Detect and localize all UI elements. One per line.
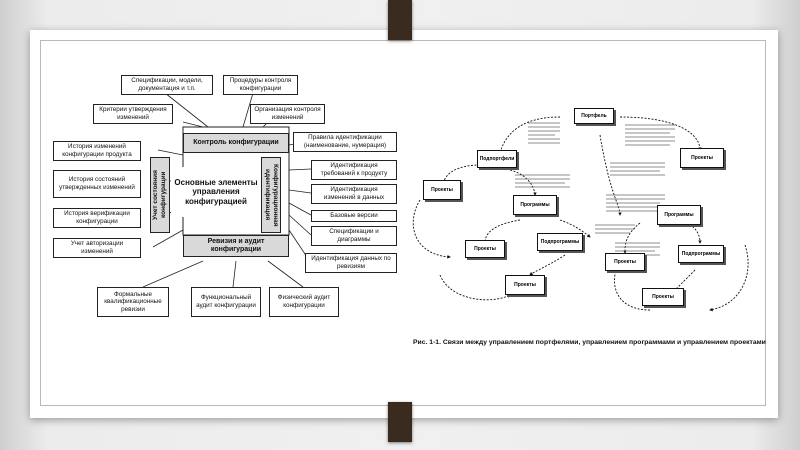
item-specifications: Спецификации, модели, документация и т.п…: [121, 75, 213, 95]
node-portfolio: Портфель: [574, 108, 614, 124]
tape-top: [388, 0, 412, 40]
node-programs-left: Программы: [513, 195, 557, 215]
node-projects-left: Проекты: [423, 180, 461, 200]
item-functional-audit: Функциональный аудит конфигурации: [191, 287, 261, 317]
node-projects-bottom-left: Проекты: [505, 275, 545, 295]
item-baselines: Базовые версии: [311, 210, 397, 222]
figure-caption: Рис. 1-1. Связи между управлением портфе…: [413, 339, 753, 346]
item-state-history: История состояний утвержденных изменений: [53, 170, 141, 198]
portfolio-program-project-diagram: Портфель Подпортфели Проекты Проекты Про…: [410, 95, 748, 350]
item-change-control-org: Организация контроля изменений: [250, 104, 325, 124]
node-subprograms-right: Подпрограммы: [678, 245, 724, 263]
item-revision-data-identification: Идентификация данных по ревизиям: [305, 253, 397, 273]
item-specs-diagrams: Спецификации и диаграммы: [311, 226, 397, 246]
item-data-change-identification: Идентификация изменений в данных: [311, 184, 397, 204]
node-subprograms-left: Подпрограммы: [537, 233, 583, 251]
item-approval-criteria: Критерии утверждения изменений: [93, 104, 173, 124]
item-identification-rules: Правила идентификации (наименование, нум…: [293, 132, 397, 152]
header-configuration-control: Контроль конфигурации: [183, 133, 289, 153]
node-projects-right-top: Проекты: [680, 148, 724, 168]
core-elements-title: Основные элементы управления конфигураци…: [171, 167, 261, 217]
item-change-history: История изменений конфигурации продукта: [53, 141, 141, 161]
node-subportfolio: Подпортфели: [477, 150, 517, 168]
header-configuration-identification: Конфигурационная идентификация: [261, 157, 281, 233]
node-projects-bottom-right: Проекты: [642, 288, 684, 306]
item-authorization-accounting: Учет авторизации изменений: [53, 238, 141, 258]
node-projects-mid-right: Проекты: [605, 253, 645, 271]
header-status-accounting: Учет состояния конфигурации: [150, 157, 170, 233]
node-programs-right: Программы: [657, 205, 701, 225]
item-physical-audit: Физический аудит конфигурации: [269, 287, 339, 317]
node-projects-mid-left: Проекты: [465, 240, 505, 258]
item-control-procedures: Процедуры контроля конфигурации: [223, 75, 298, 95]
configuration-management-diagram: Спецификации, модели, документация и т.п…: [53, 75, 400, 330]
item-requirements-identification: Идентификация требований к продукту: [311, 160, 397, 180]
header-revision-audit: Ревизия и аудит конфигурации: [183, 235, 289, 257]
item-formal-reviews: Формальные квалификационные ревизии: [97, 287, 169, 317]
item-verification-history: История верификации конфигурации: [53, 208, 141, 228]
tape-bottom: [388, 402, 412, 442]
